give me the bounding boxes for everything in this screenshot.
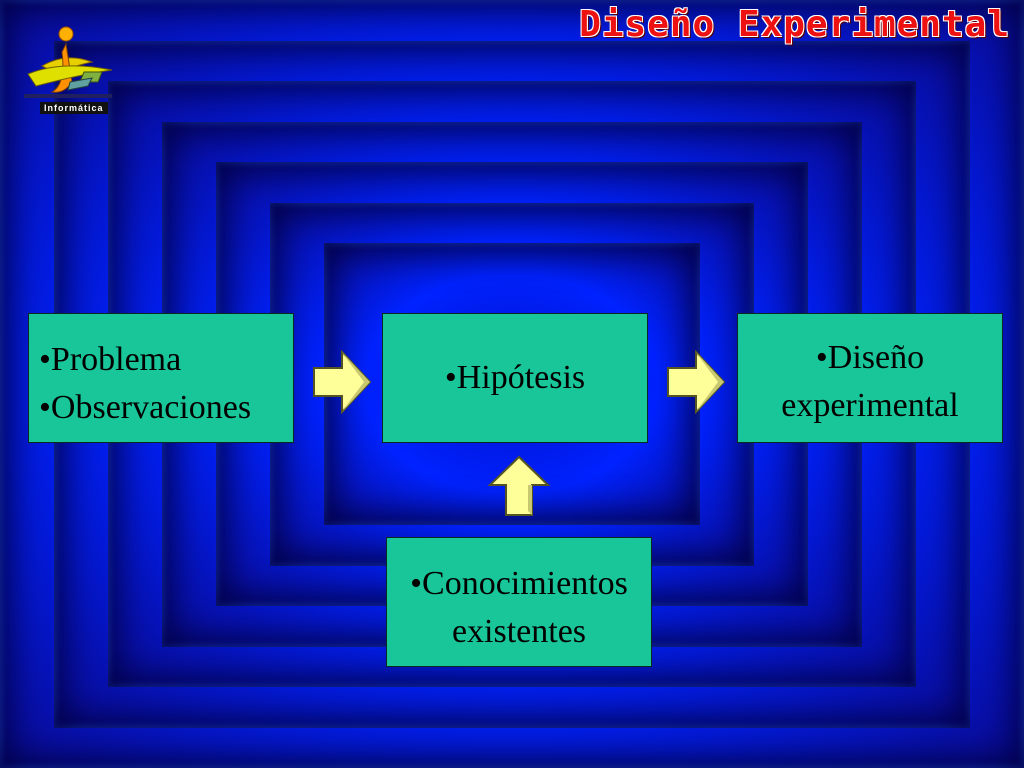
right-arrow-icon bbox=[667, 350, 726, 414]
problem-label: •Problema bbox=[39, 341, 182, 378]
existing-label: existentes bbox=[451, 613, 587, 651]
up-arrow-icon bbox=[488, 455, 550, 516]
problem-observations-box: •Problema •Observaciones bbox=[28, 313, 294, 443]
experimental-label: experimental bbox=[781, 387, 959, 425]
right-arrow-icon bbox=[313, 350, 372, 414]
slide-title: Diseño Experimental bbox=[579, 4, 1010, 45]
hypothesis-box: •Hipótesis bbox=[382, 313, 648, 443]
hypothesis-label: •Hipótesis bbox=[444, 358, 586, 396]
knowledge-label: •Conocimientos bbox=[410, 565, 628, 602]
observations-label: •Observaciones bbox=[39, 389, 252, 427]
experimental-design-box: •Diseño experimental bbox=[737, 313, 1003, 443]
logo-icon bbox=[22, 22, 118, 118]
design-label: •Diseño bbox=[815, 339, 925, 376]
existing-knowledge-box: •Conocimientos existentes bbox=[386, 537, 652, 667]
logo-caption: Informática bbox=[40, 102, 108, 114]
